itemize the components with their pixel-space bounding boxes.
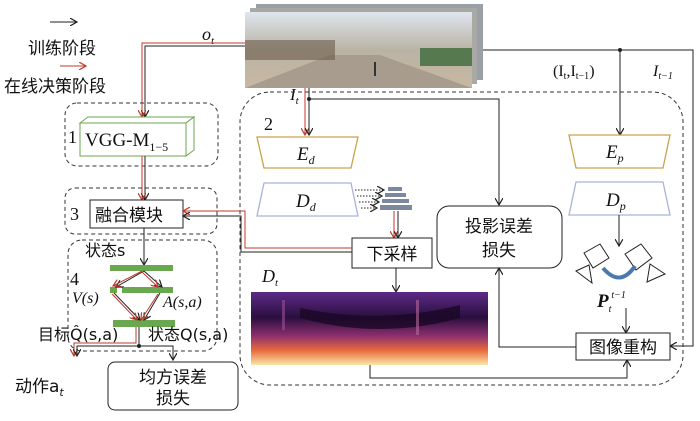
depth-map [251, 292, 488, 365]
it-label: It [289, 85, 300, 107]
advantage-label: A(s,a) [162, 294, 202, 311]
target-q-label: 目标Q̂(s,a) [38, 325, 118, 344]
action-label: 动作at [15, 377, 64, 399]
fusion-module-label: 融合模块 [95, 206, 163, 226]
pose-decoder [568, 181, 671, 216]
input-image-stack [245, 4, 483, 88]
advantage-layer [122, 287, 173, 293]
module-4-frame [67, 239, 218, 352]
downsample-label: 下采样 [367, 245, 418, 265]
pair-label: (It,It−1) [553, 63, 595, 82]
ot-label: ot [202, 24, 215, 47]
module-3-frame [64, 187, 218, 235]
pose-label: Ptt−1 [596, 290, 626, 315]
it1-label: It−1 [652, 63, 673, 82]
q-layer [113, 320, 175, 327]
module-4-number: 4 [70, 269, 79, 289]
dt-label: Dt [261, 266, 279, 289]
multiscale-stack-icon [355, 187, 412, 210]
image-reconstruction-label: 图像重构 [589, 338, 657, 358]
module-2-frame [239, 91, 684, 386]
pose-encoder [568, 134, 671, 169]
value-label: V(s) [72, 290, 99, 307]
projection-loss-label-2: 损失 [482, 241, 516, 261]
module-2-number: 2 [264, 114, 273, 134]
ep-label: Ep [605, 142, 624, 165]
fusion-module-box [89, 199, 184, 229]
state-layer [110, 265, 173, 271]
vgg-block: VGG-M1−5 [78, 116, 196, 157]
value-layer [110, 287, 117, 293]
camera-pose-icon [575, 243, 667, 285]
legend-online: 在线决策阶段 [4, 77, 106, 97]
mse-loss-label-1: 均方误差 [139, 368, 207, 388]
legend: 训练阶段 在线决策阶段 [4, 22, 106, 97]
depth-encoder [256, 136, 359, 169]
image-reconstruction-box [575, 332, 671, 361]
dd-label: Dd [295, 191, 317, 214]
mse-loss-label-2: 损失 [156, 389, 190, 409]
mse-loss-box [107, 361, 239, 411]
downsample-box [351, 237, 433, 269]
module-1-number: 1 [68, 127, 77, 147]
state-s-label: 状态s [85, 241, 125, 260]
legend-training: 训练阶段 [28, 39, 96, 59]
dp-label: Dp [605, 190, 626, 213]
depth-decoder [256, 182, 359, 217]
module-3-number: 3 [70, 204, 79, 224]
state-q-label: 状态Q(s,a) [148, 325, 228, 344]
ed-label: Ed [296, 144, 316, 167]
svg-text:VGG-M1−5: VGG-M1−5 [85, 130, 168, 154]
projection-loss-label-1: 投影误差 [465, 217, 533, 237]
